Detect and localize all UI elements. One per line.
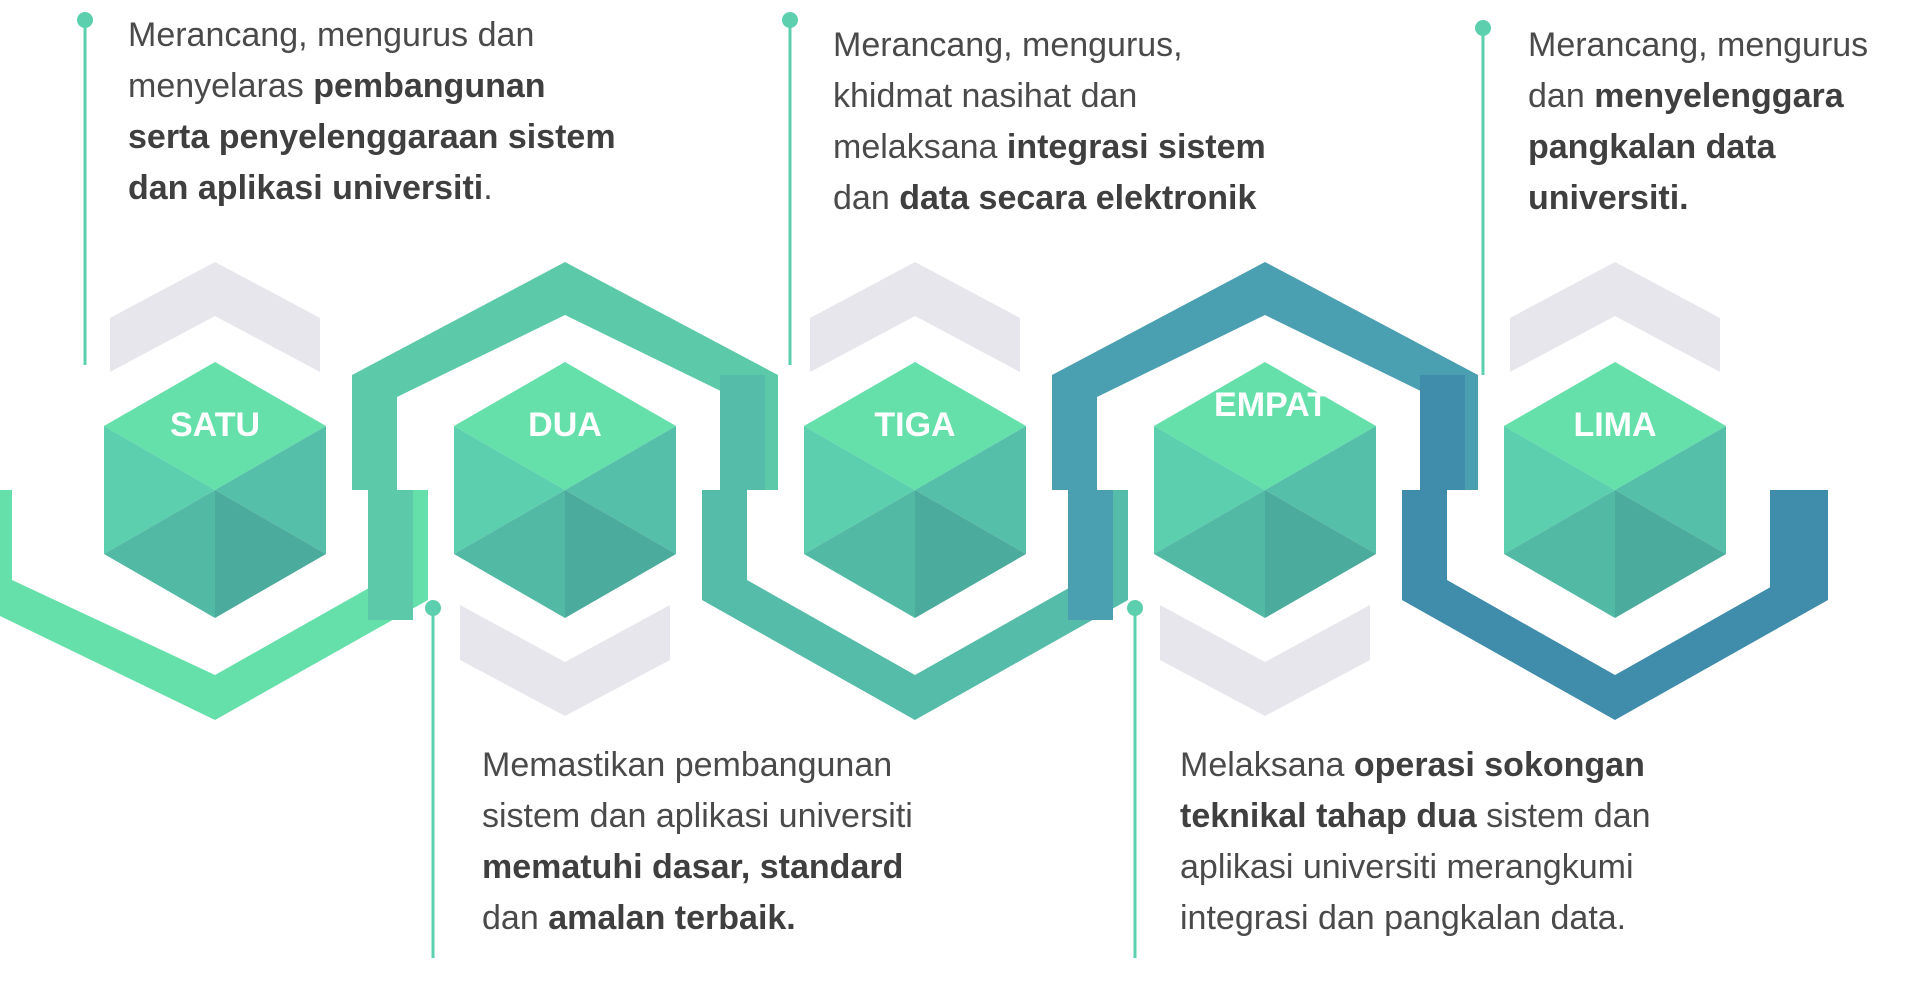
chevron-shape xyxy=(110,262,320,372)
connector-dot xyxy=(782,12,798,28)
description-run: integrasi sistem xyxy=(1006,128,1266,166)
cube-face-bottom-left xyxy=(104,490,215,618)
connector-dot xyxy=(1475,20,1491,36)
connector-dot xyxy=(425,600,441,616)
cube-face-left xyxy=(1504,426,1615,554)
description-run: Merancang, mengurus dan xyxy=(1528,26,1869,115)
cube-label-tiga: TIGA xyxy=(874,406,956,444)
connector-dot xyxy=(1127,600,1143,616)
cube-face-left xyxy=(1154,426,1265,554)
band-joint xyxy=(1068,490,1113,620)
cube-face-bottom-left xyxy=(804,490,915,618)
description-run: mematuhi dasar, standard xyxy=(482,848,904,886)
description-run: amalan terbaik. xyxy=(548,899,796,937)
band-segment xyxy=(0,490,428,720)
zigzag-band xyxy=(0,262,1828,720)
connector-dot xyxy=(77,12,93,28)
description-run: Memastikan pembangunan sistem dan aplika… xyxy=(482,746,913,835)
cube-label-lima: LIMA xyxy=(1573,406,1657,444)
description-run: Merancang, mengurus, khidmat nasihat dan… xyxy=(833,26,1183,166)
description-run: sistem dan aplikasi universiti merangkum… xyxy=(1180,797,1651,937)
band-joint xyxy=(368,490,413,620)
cube-face-bottom-left xyxy=(1154,490,1265,618)
step-description-tiga: Merancang, mengurus, khidmat nasihat dan… xyxy=(833,20,1273,224)
chevron-decorations xyxy=(110,262,1720,716)
band-joint xyxy=(1420,375,1465,490)
cube-face-left xyxy=(104,426,215,554)
cube-face-right xyxy=(1265,426,1376,554)
cube-label-satu: SATU xyxy=(169,406,261,444)
description-run: Melaksana xyxy=(1180,746,1354,784)
cube-face-bottom-left xyxy=(1504,490,1615,618)
cube-face-bottom-right xyxy=(1265,490,1376,618)
chevron-shape xyxy=(1160,605,1370,716)
cube-face-bottom-right xyxy=(565,490,676,618)
cube-face-left xyxy=(804,426,915,554)
cube-face-bottom-right xyxy=(1615,490,1726,618)
cube-face-right xyxy=(215,426,326,554)
description-run: Merancang, mengurus dan menyelaras xyxy=(128,16,535,105)
description-run: menyelenggara pangkalan data universiti. xyxy=(1528,77,1844,217)
description-run: . xyxy=(483,169,493,207)
chevron-shape xyxy=(810,262,1020,372)
cube-label-dua: DUA xyxy=(528,406,602,444)
cube-face-right xyxy=(915,426,1026,554)
cube-group xyxy=(104,362,1726,618)
step-description-lima: Merancang, mengurus dan menyelenggara pa… xyxy=(1528,20,1898,224)
description-run: dan xyxy=(482,899,549,937)
connector-lines xyxy=(77,12,1491,958)
cube-face-bottom-left xyxy=(454,490,565,618)
step-description-satu: Merancang, mengurus dan menyelaras pemba… xyxy=(128,10,628,214)
description-run: data secara elektronik xyxy=(899,179,1257,217)
cube-label-empat: EMPAT xyxy=(1214,386,1328,424)
cube-face-bottom-right xyxy=(915,490,1026,618)
description-run: operasi sokongan teknikal tahap dua xyxy=(1180,746,1645,835)
band-joint xyxy=(720,375,765,490)
description-run: dan xyxy=(833,179,900,217)
step-description-empat: Melaksana operasi sokongan teknikal taha… xyxy=(1180,740,1720,944)
cube-face-bottom-right xyxy=(215,490,326,618)
band-end-cap xyxy=(1770,490,1815,600)
band-segment xyxy=(352,262,778,490)
cube-face-left xyxy=(454,426,565,554)
band-segment xyxy=(1052,262,1478,490)
cube-face-right xyxy=(1615,426,1726,554)
chevron-shape xyxy=(460,605,670,716)
description-run: pembangunan serta penyelenggaraan sistem… xyxy=(128,67,616,207)
chevron-shape xyxy=(1510,262,1720,372)
cube-face-right xyxy=(565,426,676,554)
step-description-dua: Memastikan pembangunan sistem dan aplika… xyxy=(482,740,962,944)
